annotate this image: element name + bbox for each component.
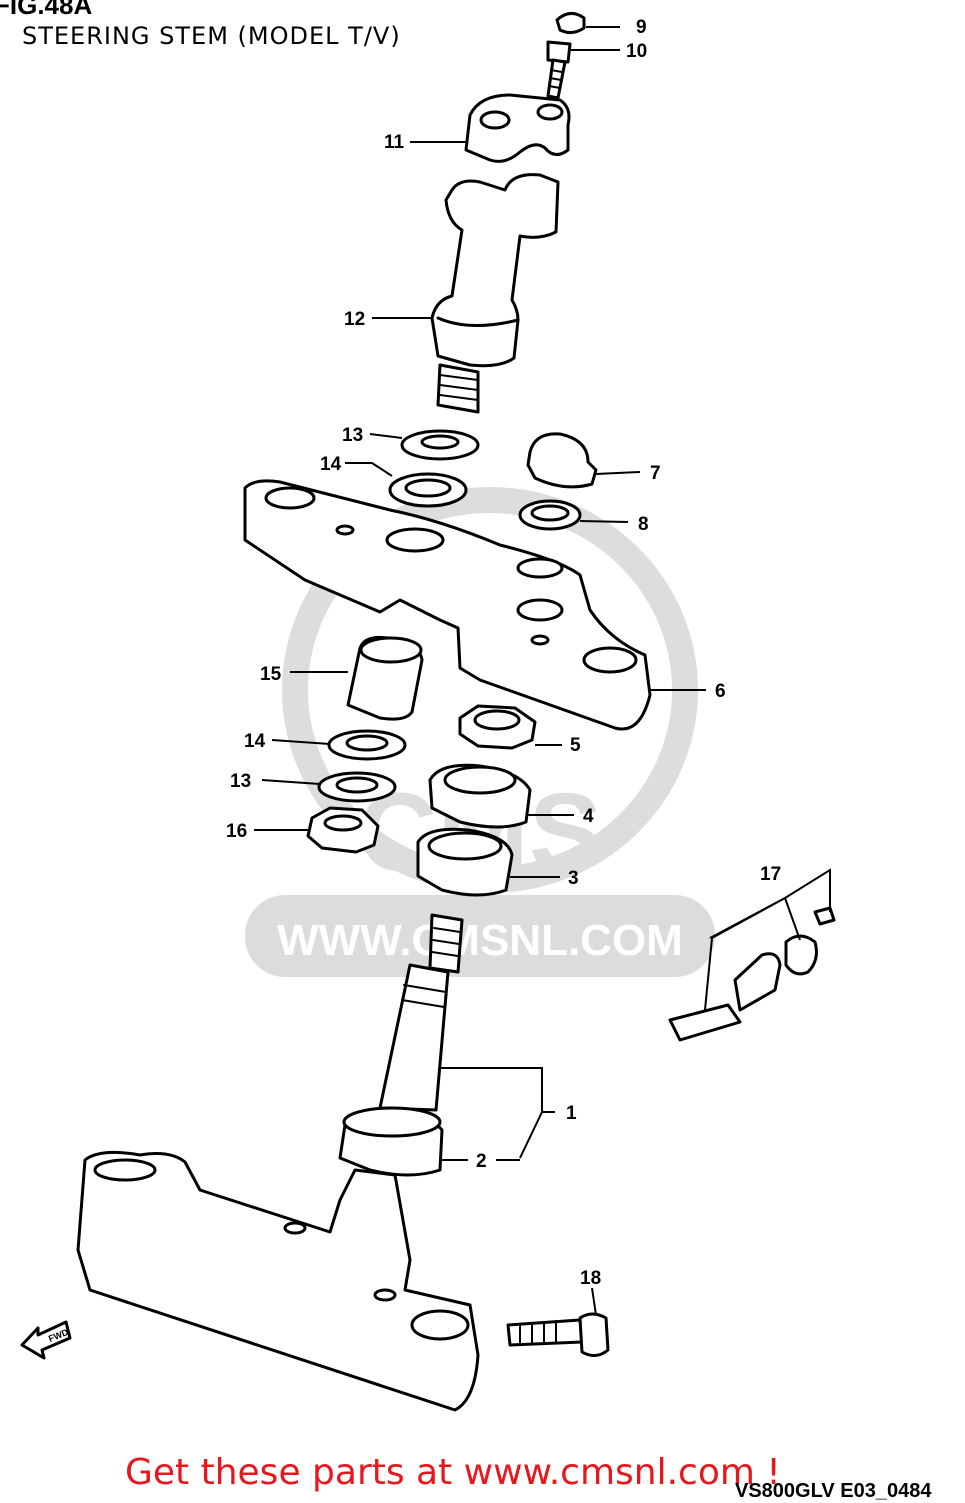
part-9-cap bbox=[555, 12, 586, 35]
part-18-bolt bbox=[506, 1312, 610, 1357]
call-to-action-link[interactable]: Get these parts at www.cmsnl.com ! bbox=[125, 1452, 781, 1493]
part-7-cap bbox=[526, 432, 598, 489]
part-15-bushing bbox=[346, 636, 424, 721]
leader-lines bbox=[254, 26, 831, 1316]
callout-4: 4 bbox=[583, 806, 594, 827]
part-5-steering-nut bbox=[458, 704, 537, 750]
part-16-nut bbox=[306, 806, 380, 854]
callout-16: 16 bbox=[226, 821, 247, 842]
callout-2: 2 bbox=[476, 1151, 487, 1172]
callout-13-upper: 13 bbox=[342, 425, 363, 446]
part-12-handlebar-holder bbox=[430, 173, 560, 414]
part-8-washer bbox=[518, 499, 582, 531]
part-11-handlebar-clamp bbox=[464, 93, 571, 163]
callout-15: 15 bbox=[260, 664, 282, 685]
part-13-washer-lower bbox=[317, 771, 397, 803]
callout-17: 17 bbox=[760, 864, 781, 885]
part-14-washer-lower bbox=[327, 729, 407, 761]
part-2-dust-seal bbox=[338, 1106, 444, 1177]
callout-5: 5 bbox=[570, 735, 581, 756]
part-10-bolt bbox=[546, 40, 572, 100]
callout-9: 9 bbox=[636, 17, 647, 38]
part-14-washer-upper bbox=[388, 472, 468, 508]
callout-18: 18 bbox=[580, 1268, 601, 1289]
part-3-bearing bbox=[416, 827, 514, 897]
callout-14-upper: 14 bbox=[320, 454, 342, 475]
callout-12: 12 bbox=[344, 309, 365, 330]
part-17-steering-lock bbox=[668, 906, 836, 1042]
callout-14-lower: 14 bbox=[244, 731, 266, 752]
watermark-text: WWW.CMSNL.COM bbox=[277, 916, 683, 965]
callout-7: 7 bbox=[650, 463, 661, 484]
callout-13-lower: 13 bbox=[230, 771, 251, 792]
callout-11: 11 bbox=[384, 132, 405, 153]
figure-title: STEERING STEM (MODEL T/V) bbox=[22, 22, 401, 50]
part-6-upper-bracket bbox=[243, 479, 652, 731]
fwd-arrow-icon bbox=[20, 1320, 72, 1360]
part-4-bearing bbox=[428, 763, 532, 829]
part-1-steering-stem bbox=[76, 913, 480, 1412]
callout-1: 1 bbox=[566, 1103, 577, 1124]
callout-10: 10 bbox=[626, 41, 647, 62]
figure-label: FIG.48A bbox=[0, 0, 93, 20]
callout-3: 3 bbox=[568, 868, 579, 889]
part-13-washer-upper bbox=[400, 429, 480, 461]
callout-8: 8 bbox=[638, 514, 649, 535]
callout-6: 6 bbox=[715, 681, 726, 702]
drawing-code: VS800GLV E03_0484 bbox=[735, 1480, 932, 1502]
